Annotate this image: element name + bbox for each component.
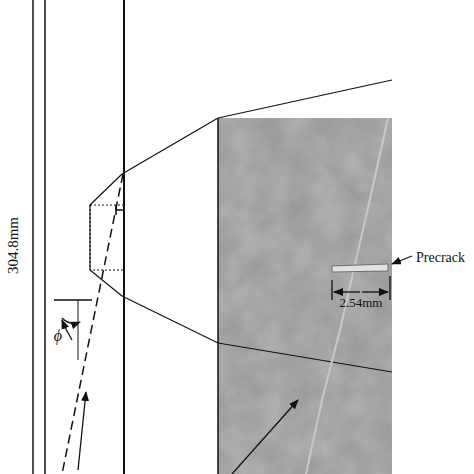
dimension-label: 2.54mm xyxy=(340,296,383,309)
length-dimension: 304.8mm xyxy=(7,216,22,273)
precrack-label: Precrack xyxy=(414,250,467,266)
angle-symbol: ϕ xyxy=(54,328,62,344)
